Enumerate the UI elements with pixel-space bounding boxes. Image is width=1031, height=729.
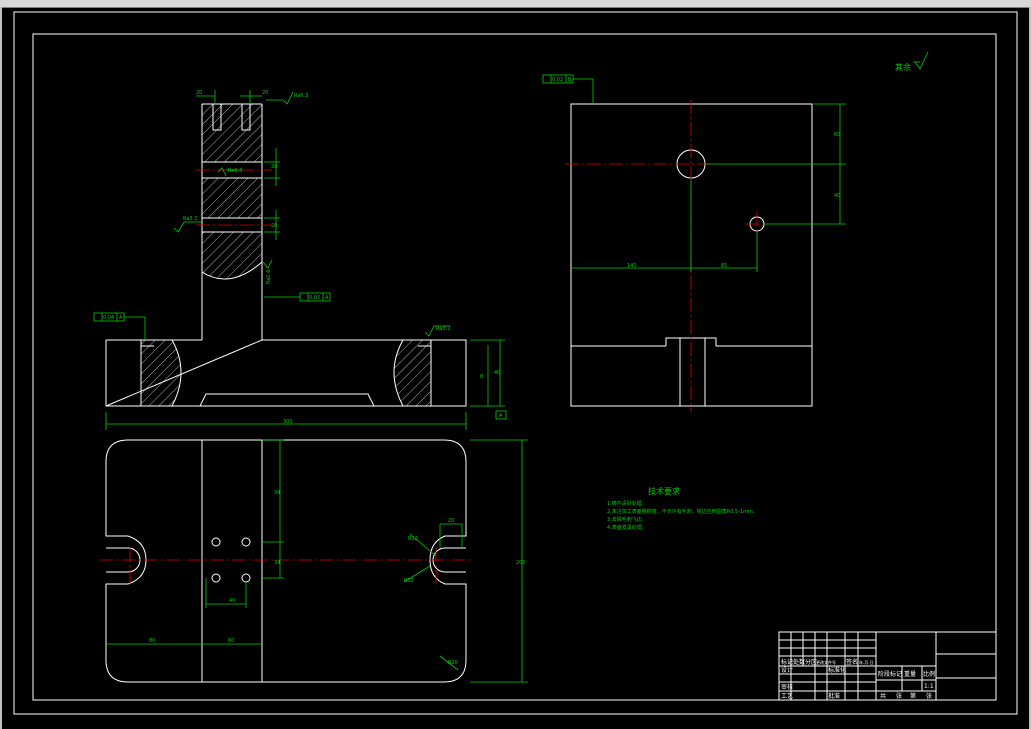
svg-text:40: 40 xyxy=(229,598,235,604)
svg-text:140: 140 xyxy=(627,263,637,269)
svg-text:处数: 处数 xyxy=(793,658,805,666)
svg-text:第: 第 xyxy=(910,692,916,700)
svg-text:20: 20 xyxy=(262,90,268,96)
svg-text:0.02: 0.02 xyxy=(309,295,320,301)
window-top-bar xyxy=(0,0,1031,8)
title-block: 标记 处数 分区 更改文件号 签名 年.月.日 设计 标准化 审核 工艺 批准 … xyxy=(778,631,997,701)
tech-req-line: 4.表面发黑处理. xyxy=(607,524,644,531)
svg-text:B: B xyxy=(568,77,572,83)
svg-text:张: 张 xyxy=(896,692,902,700)
window-right-border xyxy=(1029,7,1031,729)
surface-finish-note: 其余 xyxy=(895,51,929,72)
svg-text:34: 34 xyxy=(274,560,280,566)
plan-view xyxy=(100,439,474,683)
svg-text:重量: 重量 xyxy=(904,670,916,678)
svg-text:批准: 批准 xyxy=(828,692,840,700)
svg-text:分区: 分区 xyxy=(805,658,817,666)
svg-text:0.04: 0.04 xyxy=(103,315,114,321)
svg-text:200: 200 xyxy=(516,560,526,566)
svg-text:60: 60 xyxy=(834,132,840,138)
svg-text:20: 20 xyxy=(448,518,454,524)
svg-text:阶段标记: 阶段标记 xyxy=(878,670,902,678)
svg-text:40: 40 xyxy=(494,370,500,376)
svg-text:Ra6.3: Ra6.3 xyxy=(228,168,242,174)
svg-text:20: 20 xyxy=(271,164,277,170)
geometric-tolerance-frame xyxy=(299,292,331,302)
svg-text:更改文件号: 更改文件号 xyxy=(816,659,836,665)
tech-req-line: 2.未注加工表面粗糙度，不允许有毛刺，锐边应倒圆角R0.5-1mm. xyxy=(607,508,755,515)
svg-text:Ra3.2: Ra3.2 xyxy=(183,216,197,222)
svg-text:R12: R12 xyxy=(404,578,414,584)
svg-text:20: 20 xyxy=(271,223,277,229)
svg-text:年.月.日: 年.月.日 xyxy=(859,659,874,665)
svg-text:标记: 标记 xyxy=(781,658,793,666)
svg-text:工艺: 工艺 xyxy=(781,692,793,700)
svg-text:0.02: 0.02 xyxy=(552,77,563,83)
roughness-symbol-icon xyxy=(914,51,929,70)
svg-text:80: 80 xyxy=(149,638,155,644)
svg-text:签名: 签名 xyxy=(846,658,858,666)
tech-req-line: 1.铸件清砂处理. xyxy=(607,500,644,507)
svg-text:张: 张 xyxy=(926,692,932,700)
window-left-border xyxy=(0,7,2,729)
front-view-dimensions: 300 8 40 A 20 20 Ra6.3 20 xyxy=(93,90,507,430)
plan-view-dimensions: 200 80 60 34 34 40 20 R12 R12 R20 xyxy=(106,439,528,683)
datum-box xyxy=(495,410,507,420)
tech-req-title: 技术要求 xyxy=(648,486,680,496)
svg-text:审核: 审核 xyxy=(781,683,793,691)
svg-text:Ra1.6: Ra1.6 xyxy=(266,270,272,284)
roughness-symbol-icon xyxy=(282,91,294,105)
svg-text:A: A xyxy=(119,315,123,321)
svg-text:共: 共 xyxy=(880,692,886,700)
surface-finish-text: 其余 xyxy=(895,62,911,72)
sheet-inner-border xyxy=(32,33,997,701)
svg-text:R20: R20 xyxy=(448,660,458,666)
svg-text:1:1: 1:1 xyxy=(924,683,934,690)
svg-text:40: 40 xyxy=(834,193,840,199)
technical-requirements: 技术要求 1.铸件清砂处理. 2.未注加工表面粗糙度，不允许有毛刺，锐边应倒圆角… xyxy=(607,486,755,531)
svg-text:85: 85 xyxy=(721,263,727,269)
svg-text:标准化: 标准化 xyxy=(828,666,846,674)
svg-text:60: 60 xyxy=(228,638,234,644)
svg-text:20: 20 xyxy=(196,90,202,96)
front-section-view xyxy=(105,103,467,407)
svg-text:34: 34 xyxy=(274,490,280,496)
side-view-dimensions: 140 85 60 40 0.02 B xyxy=(542,74,846,272)
svg-text:300: 300 xyxy=(283,419,293,425)
svg-text:Ra3.2: Ra3.2 xyxy=(436,326,450,332)
side-view xyxy=(565,100,813,412)
sheet-outer-border xyxy=(13,11,1018,715)
svg-text:A: A xyxy=(325,295,329,301)
svg-text:A: A xyxy=(499,413,503,419)
tech-req-line: 3.去除毛刺飞边. xyxy=(607,516,644,523)
svg-text:Ra6.3: Ra6.3 xyxy=(294,93,308,99)
svg-text:8: 8 xyxy=(480,374,483,380)
svg-text:比例: 比例 xyxy=(923,670,935,678)
svg-text:设计: 设计 xyxy=(781,666,793,674)
svg-text:R12: R12 xyxy=(408,536,418,542)
